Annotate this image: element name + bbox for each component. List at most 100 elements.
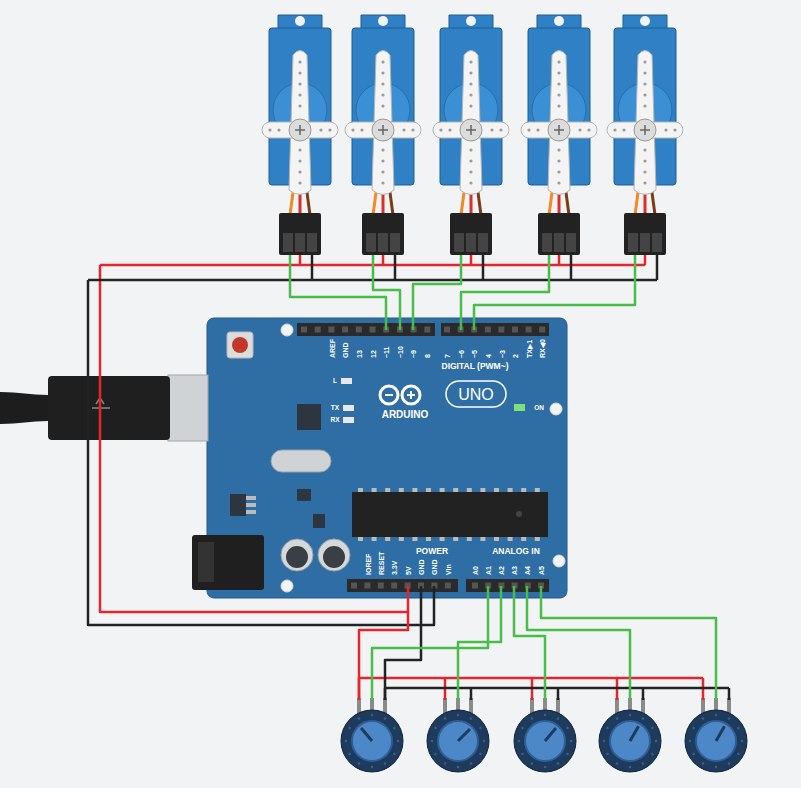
pot-tick	[434, 727, 437, 730]
pot-tick	[692, 727, 695, 730]
pot-pin	[641, 698, 645, 714]
horn-hole	[557, 93, 560, 96]
pot-tick	[629, 714, 632, 717]
pot-pointer	[361, 728, 372, 741]
connector-slot	[295, 233, 305, 252]
horn-hole	[673, 128, 676, 131]
connector-slot	[390, 233, 400, 252]
horn-hole	[298, 93, 301, 96]
capacitor	[281, 539, 313, 571]
chip-pin	[508, 537, 513, 541]
pot-knob	[352, 721, 392, 761]
mount-hole	[281, 580, 293, 592]
potentiometer	[341, 698, 403, 772]
pot-body	[341, 710, 403, 772]
chip-pin	[426, 488, 431, 492]
header-pin	[328, 327, 334, 333]
header-pin	[364, 583, 370, 589]
pot-tick	[521, 727, 524, 730]
reset-cap	[232, 337, 248, 353]
pot-tick	[651, 753, 654, 756]
mount-hole	[553, 555, 565, 567]
pot-tick	[728, 762, 731, 765]
pot-tick	[384, 717, 387, 720]
pot-tick	[457, 766, 460, 769]
signal-wire	[290, 255, 386, 330]
horn-hole	[298, 181, 301, 184]
pot-pin	[530, 698, 534, 714]
pin-label: 12	[370, 350, 377, 358]
horn-hole	[381, 71, 384, 74]
servo-hole	[378, 16, 388, 26]
horn-hole	[557, 82, 560, 85]
pot-tick	[348, 727, 351, 730]
pot-tick	[689, 740, 692, 743]
reset-button	[227, 332, 253, 358]
horn-hole	[298, 82, 301, 85]
led-rx	[343, 417, 354, 423]
header-pin	[512, 327, 518, 333]
connector-slot	[378, 233, 388, 252]
screw-slot	[378, 125, 388, 135]
header-pin	[391, 583, 397, 589]
horn-hole	[351, 128, 354, 131]
power-jack	[192, 535, 264, 590]
pot-pin	[727, 698, 731, 714]
chip-pin	[494, 488, 499, 492]
connector-slot	[366, 233, 376, 252]
horn-hole	[411, 128, 414, 131]
pot-tick	[345, 740, 348, 743]
horn-hole	[587, 128, 590, 131]
capacitor-top	[323, 546, 345, 568]
pot-tick	[702, 762, 705, 765]
pin-label: A4	[524, 566, 531, 575]
pot-tick	[629, 766, 632, 769]
pin-label: A1	[485, 566, 492, 575]
horn-hole	[448, 128, 451, 131]
horn-hole	[381, 82, 384, 85]
pot-tick	[544, 766, 547, 769]
header-pin	[424, 327, 430, 333]
connector-slot	[283, 233, 293, 252]
ground-wire	[311, 255, 314, 280]
pin-header	[297, 323, 435, 336]
ground-wire	[642, 688, 645, 700]
regulator-pin	[246, 496, 256, 500]
pin-label: A3	[511, 566, 518, 575]
pin-label: 5V	[405, 566, 412, 575]
servo-horn	[548, 51, 570, 195]
crystal	[271, 450, 331, 472]
header-pin	[356, 327, 362, 333]
pin-header	[466, 579, 549, 592]
regulator	[230, 494, 246, 516]
pot-tick	[702, 717, 705, 720]
horn-screw	[548, 119, 570, 141]
pot-tick	[557, 717, 560, 720]
pot-pointer	[458, 729, 470, 741]
pot-tick	[531, 717, 534, 720]
horn-hole	[381, 60, 384, 63]
pot-tick	[692, 753, 695, 756]
horn-hole	[469, 148, 472, 151]
potentiometer	[685, 698, 747, 772]
arduino-board: AREFGND1312~11~10~987~6~54~32TX▶1RX◀0DIG…	[207, 318, 567, 598]
capacitor	[318, 539, 350, 571]
pot-tick	[518, 740, 521, 743]
pin-label: A5	[538, 566, 545, 575]
horn-hole	[298, 148, 301, 151]
board-label: TX	[331, 405, 339, 412]
header-pin	[444, 327, 450, 333]
horn-hole	[557, 159, 560, 162]
pin-header	[441, 323, 549, 336]
pin-label: RX◀0	[539, 339, 546, 358]
power-wire	[299, 255, 302, 265]
connector-slot	[554, 233, 564, 252]
pot-tick	[431, 740, 434, 743]
logo-ring	[402, 386, 420, 404]
horn-hole	[469, 60, 472, 63]
led-on	[514, 404, 525, 411]
horn-hole	[643, 71, 646, 74]
pot-tick	[470, 762, 473, 765]
power-jack-face	[198, 542, 214, 582]
